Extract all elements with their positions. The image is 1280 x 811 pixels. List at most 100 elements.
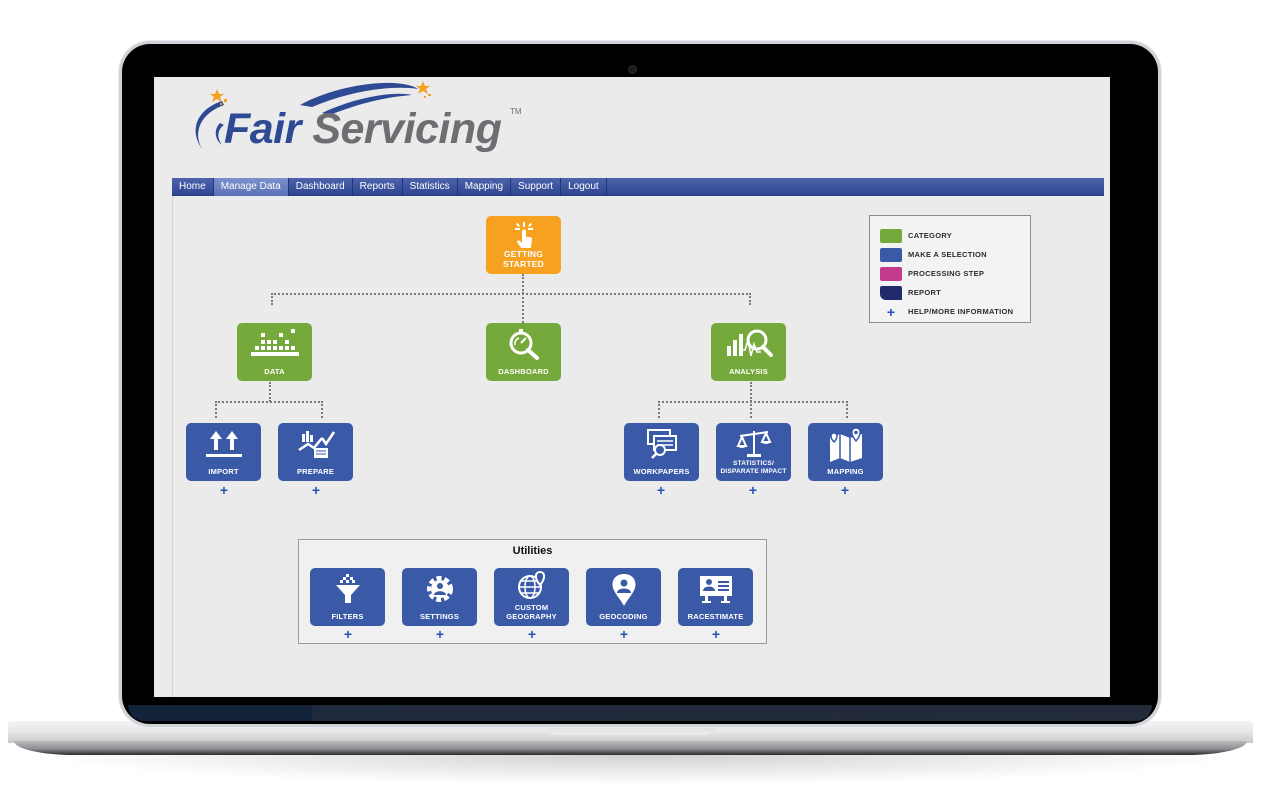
import-label: IMPORT	[208, 467, 239, 476]
id-card-icon	[678, 573, 753, 605]
filters-help-plus-icon[interactable]: +	[343, 626, 353, 642]
workpapers-help-plus-icon[interactable]: +	[656, 482, 666, 498]
laptop-chin	[128, 705, 1152, 721]
map-pin-icon	[808, 428, 883, 462]
getting-started-label: GETTING STARTED	[503, 249, 544, 269]
geocoding-tile[interactable]: GEOCODING	[586, 568, 661, 626]
connector	[271, 293, 273, 305]
connector	[846, 401, 848, 418]
mapping-label: MAPPING	[827, 467, 864, 476]
logo-word-servicing: Servicing	[312, 105, 502, 153]
import-tile[interactable]: IMPORT	[186, 423, 261, 481]
connector	[269, 382, 271, 402]
laptop-shadow	[30, 755, 1250, 785]
globe-pin-icon	[494, 571, 569, 603]
nav-logout[interactable]: Logout	[561, 178, 607, 196]
connector	[215, 401, 323, 403]
page-left-rule	[172, 177, 173, 697]
data-category-label: DATA	[264, 367, 285, 376]
racestimate-label: RACESTIMATE	[687, 612, 744, 621]
prepare-tile[interactable]: PREPARE	[278, 423, 353, 481]
connector	[215, 401, 217, 418]
nav-mapping[interactable]: Mapping	[458, 178, 512, 196]
mapping-help-plus-icon[interactable]: +	[840, 482, 850, 498]
dashboard-category-tile[interactable]: DASHBOARD	[486, 323, 561, 381]
filters-label: FILTERS	[331, 612, 364, 621]
utilities-title: Utilities	[512, 545, 553, 557]
legend-item-processing: PROCESSING STEP	[880, 264, 1030, 283]
gear-user-icon	[402, 573, 477, 605]
statistics-help-plus-icon[interactable]: +	[748, 482, 758, 498]
selection-swatch	[880, 247, 902, 262]
nav-home[interactable]: Home	[172, 178, 214, 196]
geocoding-help-plus-icon[interactable]: +	[619, 626, 629, 642]
scales-icon	[716, 428, 791, 460]
analysis-category-label: ANALYSIS	[729, 367, 768, 376]
location-user-icon	[586, 573, 661, 606]
prepare-chart-icon	[278, 428, 353, 460]
nav-reports[interactable]: Reports	[353, 178, 403, 196]
pointer-hand-icon	[486, 221, 561, 253]
nav-dashboard[interactable]: Dashboard	[289, 178, 353, 196]
connector	[271, 293, 751, 295]
dashboard-search-icon	[486, 328, 561, 360]
connector	[750, 382, 752, 402]
camera-icon	[628, 65, 637, 74]
workpapers-icon	[624, 428, 699, 460]
category-swatch	[880, 228, 902, 243]
nav-support[interactable]: Support	[511, 178, 562, 196]
custom-geography-label: CUSTOM GEOGRAPHY	[506, 603, 557, 621]
import-arrows-icon	[186, 428, 261, 460]
connector	[749, 293, 751, 305]
filters-tile[interactable]: FILTERS	[310, 568, 385, 626]
connector	[522, 293, 524, 323]
laptop-notch	[545, 721, 717, 735]
settings-label: SETTINGS	[419, 612, 460, 621]
connector	[321, 401, 323, 418]
logo-swoosh-icon	[195, 81, 431, 149]
prepare-label: PREPARE	[296, 467, 335, 476]
statistics-disparate-impact-tile[interactable]: STATISTICS/ DISPARATE IMPACT	[716, 423, 791, 481]
settings-help-plus-icon[interactable]: +	[435, 626, 445, 642]
fair-servicing-logo[interactable]: Fair Servicing TM	[180, 79, 525, 167]
settings-tile[interactable]: SETTINGS	[402, 568, 477, 626]
logo-trademark: TM	[510, 107, 522, 116]
processing-swatch	[880, 266, 902, 281]
legend-item-category: CATEGORY	[880, 226, 1030, 245]
analysis-category-tile[interactable]: ANALYSIS	[711, 323, 786, 381]
workpapers-label: WORKPAPERS	[633, 467, 690, 476]
import-help-plus-icon[interactable]: +	[219, 482, 229, 498]
help-plus-icon: +	[886, 303, 896, 320]
laptop-base-lip	[14, 741, 1247, 755]
legend-item-selection: MAKE A SELECTION	[880, 245, 1030, 264]
connector	[522, 274, 524, 294]
data-bars-icon	[237, 328, 312, 360]
statistics-disparate-impact-label: STATISTICS/ DISPARATE IMPACT	[720, 460, 787, 475]
nav-manage-data[interactable]: Manage Data	[213, 178, 289, 196]
legend-item-report: REPORT	[880, 283, 1030, 302]
connector	[658, 401, 660, 418]
data-category-tile[interactable]: DATA	[237, 323, 312, 381]
workpapers-tile[interactable]: WORKPAPERS	[624, 423, 699, 481]
report-swatch	[880, 285, 902, 300]
legend-item-help: + HELP/MORE INFORMATION	[880, 302, 1030, 321]
racestimate-help-plus-icon[interactable]: +	[711, 626, 721, 642]
utilities-panel: Utilities FILTERS +	[298, 539, 767, 644]
racestimate-tile[interactable]: RACESTIMATE	[678, 568, 753, 626]
custom-geography-help-plus-icon[interactable]: +	[527, 626, 537, 642]
main-nav: Home Manage Data Dashboard Reports Stati…	[172, 178, 1104, 196]
dashboard-category-label: DASHBOARD	[498, 367, 549, 376]
mapping-tile[interactable]: MAPPING	[808, 423, 883, 481]
connector	[750, 401, 752, 418]
legend: CATEGORY MAKE A SELECTION PROCESSING STE…	[869, 215, 1031, 323]
analysis-magnifier-icon	[711, 328, 786, 360]
logo-word-fair: Fair	[224, 105, 301, 153]
getting-started-tile[interactable]: GETTING STARTED	[486, 216, 561, 274]
nav-statistics[interactable]: Statistics	[403, 178, 458, 196]
logo-wordmark: Fair Servicing	[224, 105, 502, 154]
app-screen: Fair Servicing TM Home Manage Data Dashb…	[154, 77, 1110, 697]
custom-geography-tile[interactable]: CUSTOM GEOGRAPHY	[494, 568, 569, 626]
prepare-help-plus-icon[interactable]: +	[311, 482, 321, 498]
connector	[658, 401, 848, 403]
